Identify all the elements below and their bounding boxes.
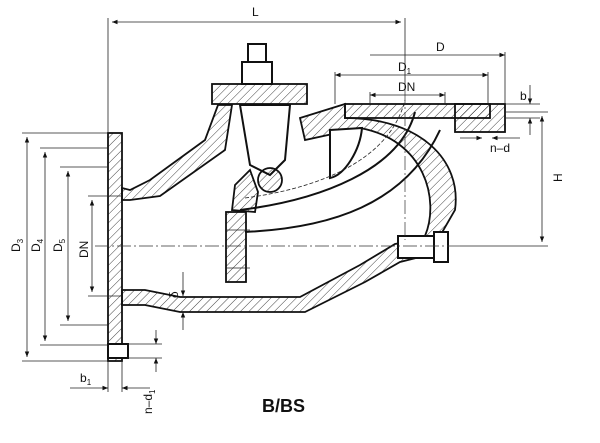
label-L: L bbox=[252, 5, 259, 19]
label-DN-left: DN bbox=[77, 241, 91, 258]
label-n-d: n–d bbox=[490, 141, 510, 155]
label-H: H bbox=[551, 173, 565, 182]
label-D1: D1 bbox=[398, 60, 412, 76]
label-D: D bbox=[436, 40, 445, 54]
elbow-dashed-curve bbox=[244, 99, 406, 199]
drawing-caption: B/BS bbox=[262, 396, 305, 416]
inner-cavity bbox=[329, 126, 364, 180]
top-stud bbox=[247, 43, 267, 63]
elbow-lower-curve bbox=[244, 129, 441, 233]
bonnet-cover bbox=[211, 83, 308, 105]
label-n-d1: n–d1 bbox=[141, 389, 157, 414]
valve-disc bbox=[225, 211, 247, 283]
label-D5: D5 bbox=[51, 238, 67, 252]
dimension-labels: L D D1 DN b n–d H D3 D4 D5 DN δ b1 n–d1 … bbox=[9, 5, 565, 416]
label-delta: δ bbox=[167, 291, 181, 298]
hinge-bracket bbox=[238, 104, 292, 177]
label-b: b bbox=[520, 89, 527, 103]
top-nut bbox=[241, 61, 273, 85]
label-D3: D3 bbox=[9, 238, 25, 252]
drain-plug-head bbox=[433, 231, 449, 263]
dimension-lines bbox=[22, 18, 548, 392]
valve-body bbox=[107, 43, 506, 362]
hinge-pin bbox=[257, 167, 283, 193]
outlet-flange-right bbox=[454, 103, 506, 133]
elbow-outer-wall bbox=[298, 102, 457, 237]
label-D4: D4 bbox=[29, 238, 45, 252]
elbow-inner-curve bbox=[239, 111, 416, 211]
drain-plug bbox=[397, 235, 435, 259]
label-b1: b1 bbox=[80, 371, 92, 387]
inlet-flange bbox=[107, 132, 123, 362]
label-DN-top: DN bbox=[398, 80, 415, 94]
upper-left-body-wall bbox=[121, 104, 234, 201]
centre-lines bbox=[95, 90, 460, 247]
disc-arm bbox=[230, 168, 259, 213]
inlet-flange-bolt bbox=[107, 343, 129, 359]
lower-body-wall bbox=[121, 234, 441, 313]
